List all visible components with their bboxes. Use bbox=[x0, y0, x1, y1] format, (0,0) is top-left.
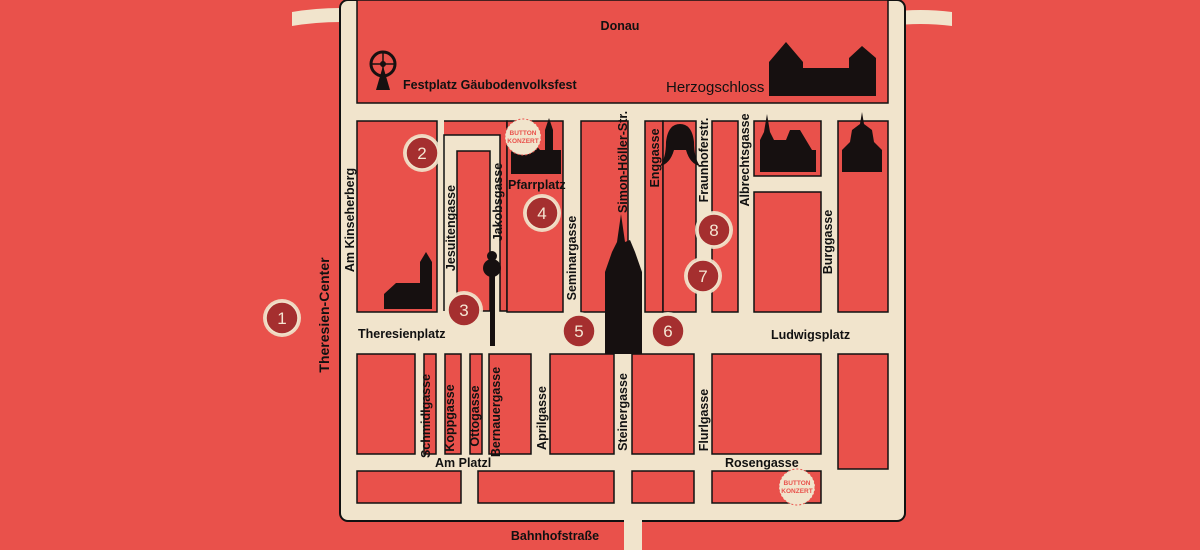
label-ottogasse: Ottogasse bbox=[468, 385, 482, 446]
label-am-platzl: Am Platzl bbox=[435, 456, 491, 470]
label-bernauergasse: Bernauergasse bbox=[489, 367, 503, 457]
label-simon-hoeller-str: Simon-Höller-Str. bbox=[616, 111, 630, 213]
stamp-line2: KONZERT bbox=[507, 138, 538, 145]
church-icon-west bbox=[384, 252, 432, 309]
basilica-icon bbox=[760, 114, 816, 172]
label-koppgasse: Koppgasse bbox=[443, 384, 457, 451]
label-seminargasse: Seminargasse bbox=[565, 216, 579, 301]
townhall-icon bbox=[842, 112, 882, 172]
label-fraunhoferstr: Fraunhoferstr. bbox=[697, 118, 711, 203]
location-marker-5[interactable]: 5 bbox=[560, 312, 598, 350]
location-marker-label: 7 bbox=[698, 267, 707, 286]
ferris-wheel-icon bbox=[369, 50, 397, 90]
location-marker-label: 4 bbox=[537, 204, 546, 223]
label-aprilgasse: Aprilgasse bbox=[535, 386, 549, 450]
label-theresienplatz: Theresienplatz bbox=[358, 327, 446, 341]
label-schmidlgasse: Schmidlgasse bbox=[419, 374, 433, 458]
location-marker-6[interactable]: 6 bbox=[649, 312, 687, 350]
bahnhofstrasse-road bbox=[624, 519, 642, 550]
label-flurlgasse: Flurlgasse bbox=[697, 389, 711, 452]
column-icon bbox=[483, 251, 501, 346]
landmark-silhouettes bbox=[369, 42, 882, 354]
label-ludwigsplatz: Ludwigsplatz bbox=[771, 328, 850, 342]
location-marker-label: 1 bbox=[277, 309, 286, 328]
label-am-kinseherberg: Am Kinseherberg bbox=[343, 168, 357, 272]
location-marker-label: 5 bbox=[574, 322, 583, 341]
label-enggasse: Enggasse bbox=[648, 128, 662, 187]
label-rosengasse: Rosengasse bbox=[725, 456, 799, 470]
label-herzogschloss: Herzogschloss bbox=[666, 79, 764, 96]
location-marker-label: 2 bbox=[417, 144, 426, 163]
location-marker-2[interactable]: 2 bbox=[403, 134, 441, 172]
location-marker-4[interactable]: 4 bbox=[523, 194, 561, 232]
stamp-line1: BUTTON bbox=[510, 130, 537, 137]
location-marker-1[interactable]: 1 bbox=[263, 299, 301, 337]
label-burggasse: Burggasse bbox=[821, 210, 835, 275]
label-steinergasse: Steinergasse bbox=[616, 373, 630, 451]
location-marker-3[interactable]: 3 bbox=[445, 291, 483, 329]
castle-icon bbox=[769, 42, 876, 96]
label-pfarrplatz: Pfarrplatz bbox=[508, 178, 566, 192]
stamp-line2-rosengasse: KONZERT bbox=[781, 488, 812, 495]
label-donau: Donau bbox=[601, 19, 640, 33]
location-marker-label: 8 bbox=[709, 221, 718, 240]
location-markers: 1 2 3 4 5 6 7 8 bbox=[263, 134, 733, 350]
location-marker-7[interactable]: 7 bbox=[684, 257, 722, 295]
location-marker-label: 3 bbox=[459, 301, 468, 320]
label-festplatz: Festplatz Gäubodenvolksfest bbox=[403, 78, 577, 92]
label-jakobsgasse: Jakobsgasse bbox=[491, 163, 505, 242]
label-bahnhofstrasse: Bahnhofstraße bbox=[511, 529, 599, 543]
stamp-line1-rosengasse: BUTTON bbox=[784, 480, 811, 487]
button-konzert-stamp: BUTTON KONZERT bbox=[504, 118, 542, 156]
tower-icon bbox=[605, 214, 642, 354]
label-jesuitengasse: Jesuitengasse bbox=[444, 185, 458, 271]
label-albrechtsgasse: Albrechtsgasse bbox=[738, 113, 752, 206]
headdress-icon bbox=[660, 124, 700, 166]
location-marker-8[interactable]: 8 bbox=[695, 211, 733, 249]
location-marker-label: 6 bbox=[663, 322, 672, 341]
button-konzert-stamp-rosengasse: BUTTON KONZERT bbox=[778, 468, 816, 506]
label-theresien-center: Theresien-Center bbox=[316, 257, 332, 373]
